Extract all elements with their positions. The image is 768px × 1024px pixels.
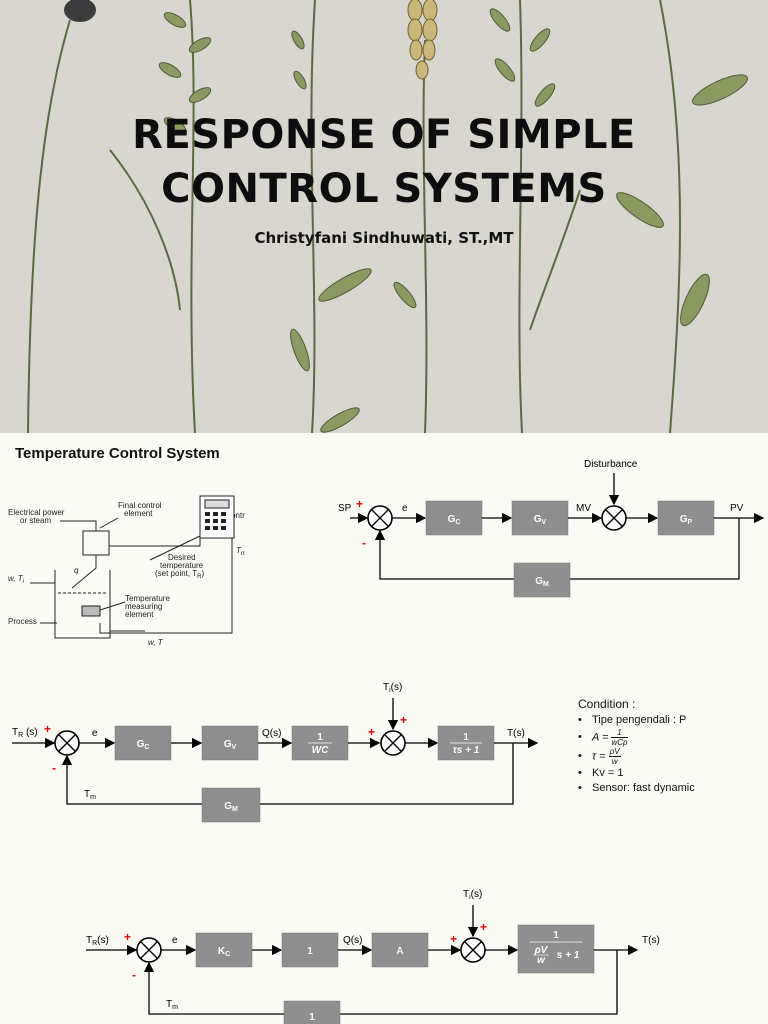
- d1-gv-block: [511, 500, 569, 536]
- d2-e-label: e: [92, 728, 98, 739]
- d3-kv-text: 1: [307, 946, 313, 957]
- d3-tr-label: TR(s): [86, 935, 109, 947]
- d1-gp-text: GP: [680, 514, 693, 526]
- block-diagram-1: SP + - e GC GV MV Disturbance GP PV GM: [338, 459, 765, 598]
- d1-disturbance-label: Disturbance: [584, 459, 638, 470]
- d2-plus-sign-2: +: [368, 725, 375, 739]
- d2-gc-text: GC: [137, 739, 150, 751]
- label-w-ti: w, Ti: [8, 574, 25, 585]
- d3-process-den-frac-den: w: [537, 955, 546, 966]
- final-control-element-box: [82, 530, 110, 556]
- condition-item-controller-type: Tipe pengendali : P: [578, 713, 695, 728]
- condition-list: Condition : Tipe pengendali : P A = 1wCp…: [578, 697, 695, 796]
- label-or-steam: or steam: [20, 516, 51, 525]
- d3-a-text: A: [396, 946, 403, 957]
- d1-gv-text: GV: [534, 514, 547, 526]
- d3-kv-block: [281, 932, 339, 968]
- d3-process-num: 1: [553, 930, 559, 941]
- d3-plus-sign-1: +: [124, 930, 131, 944]
- d2-qs-label: Q(s): [262, 728, 281, 739]
- d1-gm-block: [513, 562, 571, 598]
- d1-sp-label: SP: [338, 503, 352, 514]
- d2-plus-sign-1: +: [44, 722, 51, 736]
- label-process: Process: [8, 617, 37, 626]
- label-temperature: temperature: [160, 561, 204, 570]
- d3-plus-sign-2: +: [450, 932, 457, 946]
- d2-gc-block: [114, 725, 172, 761]
- d2-process-den: τs + 1: [453, 745, 480, 756]
- label-electrical-power: Electrical power: [8, 508, 65, 517]
- d2-gv-text: GV: [224, 739, 237, 751]
- d2-wc-num: 1: [317, 732, 323, 743]
- label-controller: Controller: [225, 511, 245, 520]
- measuring-element-box: [81, 605, 101, 617]
- d1-e-label: e: [402, 503, 408, 514]
- label-final-control: Final control: [118, 501, 162, 510]
- d3-plus-sign-3: +: [480, 920, 487, 934]
- condition-heading: Condition :: [578, 697, 636, 711]
- d3-qs-label: Q(s): [343, 935, 362, 946]
- content-slide: Temperature Control System Electrical po…: [0, 433, 768, 1024]
- d3-process-den-rest: s + 1: [557, 950, 580, 961]
- d2-minus-sign: -: [52, 761, 56, 775]
- condition-item-kv: Kv = 1: [578, 766, 695, 781]
- d2-tr-label: TR (s): [12, 727, 38, 739]
- d3-kc-block: [195, 932, 253, 968]
- label-desired: Desired: [168, 553, 196, 562]
- slide2-title: Temperature Control System: [15, 445, 220, 462]
- label-final-control-element: element: [124, 509, 153, 518]
- d3-tm-label: Tm: [166, 999, 178, 1011]
- d1-gm-text: GM: [535, 576, 549, 588]
- slide-title-line-1: RESPONSE OF SIMPLE: [132, 112, 636, 158]
- d3-process-block: [517, 924, 595, 974]
- d2-gv-block: [201, 725, 259, 761]
- d2-process-num: 1: [463, 732, 469, 743]
- block-diagram-2: TR (s) + - e GC GV Q(s) 1 WC + Ti(s) + 1…: [12, 682, 539, 823]
- label-measuring: measuring: [125, 602, 162, 611]
- author-name: Christyfani Sindhuwati, ST.,MT: [254, 229, 514, 247]
- block-diagram-3: TR(s) + - e KC 1 Q(s) A + Ti(s) + 1 ρV w…: [86, 889, 660, 1024]
- d2-tm-label: Tm: [84, 789, 96, 801]
- d3-ts-label: T(s): [642, 935, 660, 946]
- label-temperature-measuring: Temperature: [125, 594, 170, 603]
- label-tm: Tm: [236, 546, 245, 557]
- d3-process-den-frac-num: ρV: [534, 945, 549, 956]
- d3-kc-text: KC: [218, 946, 230, 958]
- d3-minus-sign: -: [132, 968, 136, 982]
- label-w-t: w, T: [148, 638, 164, 647]
- d1-plus-sign: +: [356, 497, 363, 511]
- d1-pv-label: PV: [730, 503, 744, 514]
- d2-wc-den: WC: [312, 745, 329, 756]
- flower-head-icon: [64, 0, 96, 22]
- d1-minus-sign: -: [362, 536, 366, 550]
- condition-item-sensor: Sensor: fast dynamic: [578, 781, 695, 796]
- d1-gc-text: GC: [448, 514, 461, 526]
- title-slide: RESPONSE OF SIMPLE CONTROL SYSTEMS Chris…: [0, 0, 768, 433]
- process-schematic: Electrical power or steam Final control …: [8, 495, 245, 647]
- slide-title-line-2: CONTROL SYSTEMS: [161, 166, 607, 212]
- d2-gm-block: [201, 787, 261, 823]
- d3-e-label: e: [172, 935, 178, 946]
- d3-a-block: [371, 932, 429, 968]
- d3-feedback-text: 1: [309, 1012, 315, 1023]
- condition-item-tau: τ = ρVw: [578, 747, 695, 766]
- d2-plus-sign-3: +: [400, 713, 407, 727]
- d3-ti-label: Ti(s): [463, 889, 482, 901]
- label-measuring-element: element: [125, 610, 154, 619]
- d2-ts-label: T(s): [507, 728, 525, 739]
- d2-ti-label: Ti(s): [383, 682, 402, 694]
- d2-gm-text: GM: [224, 801, 238, 813]
- label-q: q: [74, 566, 79, 575]
- botanical-illustration: [27, 0, 748, 433]
- d3-feedback-block: [283, 1000, 341, 1024]
- label-set-point: (set point, TR): [155, 569, 204, 580]
- d1-mv-label: MV: [576, 503, 591, 514]
